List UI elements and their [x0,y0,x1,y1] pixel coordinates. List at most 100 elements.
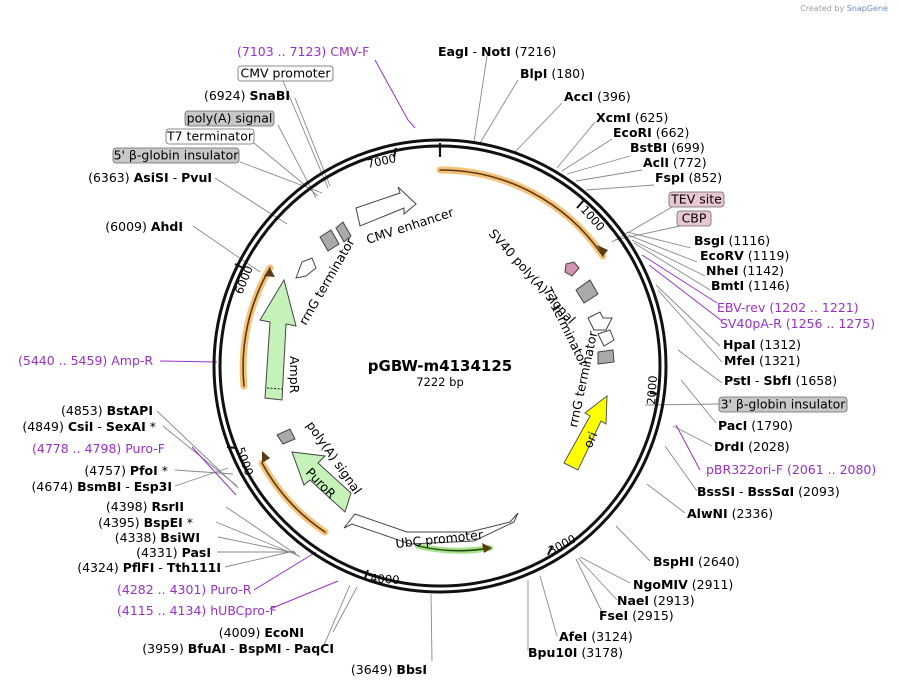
enzyme-position: (2093) [794,484,840,499]
enzyme-name: RsrII [151,499,184,514]
snapgene-brand: SnapGene [846,4,888,13]
enzyme-name: AsiSI [134,170,169,185]
enzyme-position: (852) [685,170,723,185]
enzyme-position: * [183,515,193,530]
enzyme-position: - [226,641,238,656]
ubc-promoter-arrow [343,512,519,545]
enzyme-label: (3959) BfuAI - BspMI - PaqCI [142,641,334,656]
enzyme-position: - [469,44,481,59]
enzyme-name: AccI [564,89,593,104]
enzyme-position: (4009) [219,625,265,640]
small-arrow-right [597,329,615,347]
enzyme-position: (699) [667,140,705,155]
enzyme-name: FspI [655,170,685,185]
enzyme-name: EcoNI [264,625,304,640]
enzyme-name: SbfI [763,373,791,388]
enzyme-name: BbsI [396,662,427,677]
enzyme-name: XcmI [596,110,631,125]
orf-arcs [239,166,607,554]
enzyme-name: PacI [718,418,747,433]
enzyme-label: NaeI (2913) [617,593,695,608]
enzyme-label: (4849) CsiI - SexAI * [22,419,156,434]
enzyme-position: (2336) [728,506,774,521]
cmv-enhancer-arrow [355,186,417,227]
enzyme-name: BfuAI [188,641,226,656]
feature-box-label: TEV site [670,192,722,207]
enzyme-label: BstBI (699) [630,140,705,155]
enzyme-position: (4849) [22,419,68,434]
ori-arrow [563,394,608,471]
primer-pbr322ori-f: pBR322ori-F (2061 .. 2080) [706,462,876,477]
enzyme-label: (3649) BbsI [351,662,427,677]
enzyme-name: PasI [182,545,211,560]
feature-box [165,128,255,145]
enzyme-label: BspHI (2640) [653,554,740,569]
primer-sv40pa-r: SV40pA-R (1256 .. 1275) [720,316,875,331]
feature-box-label: CBP [682,211,707,226]
enzyme-name: BspEI [144,515,183,530]
enzyme-position: (4338) [115,530,161,545]
enzyme-label: Bpu10I (3178) [528,645,623,660]
enzyme-name: PaqCI [294,641,334,656]
enzyme-name: EagI [438,44,469,59]
enzyme-position: - [93,419,105,434]
enzyme-name: NgoMIV [633,577,688,592]
enzyme-position: (4331) [136,545,182,560]
label-ampr: AmpR [287,356,302,394]
enzyme-name: BstAPI [107,403,153,418]
orf-arrowheads [262,245,608,553]
enzyme-name: EcoRI [613,125,652,140]
enzyme-position: (2911) [688,577,734,592]
tick-4000: 4000 [370,571,400,587]
enzyme-label: AccI (396) [564,89,631,104]
snapgene-credit: Created by SnapGene [800,4,888,13]
enzyme-position: - [121,479,133,494]
enzyme-position: (2640) [694,554,740,569]
enzyme-name: BsmBI [77,479,121,494]
ampr-arrow [259,278,297,401]
enzyme-label: BlpI (180) [520,66,585,81]
enzyme-label: (6363) AsiSI - PvuI [88,170,212,185]
enzyme-label: XcmI (625) [596,110,668,125]
enzyme-position: (3178) [577,645,623,660]
enzyme-name: NaeI [617,593,649,608]
plasmid-name: pGBW-m4134125 [368,357,512,375]
enzyme-position: (772) [669,155,707,170]
polya-box-top [335,221,352,243]
enzyme-label: (4853) BstAPI [61,403,153,418]
feature-box [676,210,712,227]
enzyme-position: (4674) [32,479,78,494]
enzyme-name: HpaI [723,337,756,352]
enzyme-position: (1116) [725,233,771,248]
enzyme-position: (6009) [105,219,151,234]
rrng-term-arrow-right [587,311,613,331]
enzyme-name: BspMI [238,641,281,656]
enzyme-position: (2913) [649,593,695,608]
enzyme-name: BsgI [694,233,725,248]
primer-labels: (7103 .. 7123) CMV-F EBV-rev (1202 .. 12… [18,44,876,618]
enzyme-name: NheI [706,263,739,278]
enzyme-position: (6363) [88,170,134,185]
enzyme-name: BssSI [697,484,735,499]
enzyme-label: MfeI (1321) [724,353,801,368]
feature-box-label: 5' β-globin insulator [114,148,240,163]
enzyme-position: (2028) [744,439,790,454]
enzyme-name: SexAI [106,419,146,434]
feature-box-label: 3' β-globin insulator [721,397,847,412]
enzyme-position: (1658) [792,373,838,388]
enzyme-position: - [735,484,747,499]
enzyme-position: (625) [631,110,669,125]
enzyme-name: BmtI [711,278,744,293]
enzyme-name: BspHI [653,554,694,569]
enzyme-name: DrdI [714,439,744,454]
feature-box-label: CMV promoter [240,66,331,81]
enzyme-position: (1312) [756,337,802,352]
insulator-box-right [597,349,615,365]
enzyme-label: EagI - NotI (7216) [438,44,556,59]
enzyme-position: (4757) [84,463,130,478]
enzyme-position: - [281,641,293,656]
enzyme-name: EcoRV [700,248,744,263]
enzyme-label: (4009) EcoNI [219,625,304,640]
enzyme-name: PstI [724,373,751,388]
